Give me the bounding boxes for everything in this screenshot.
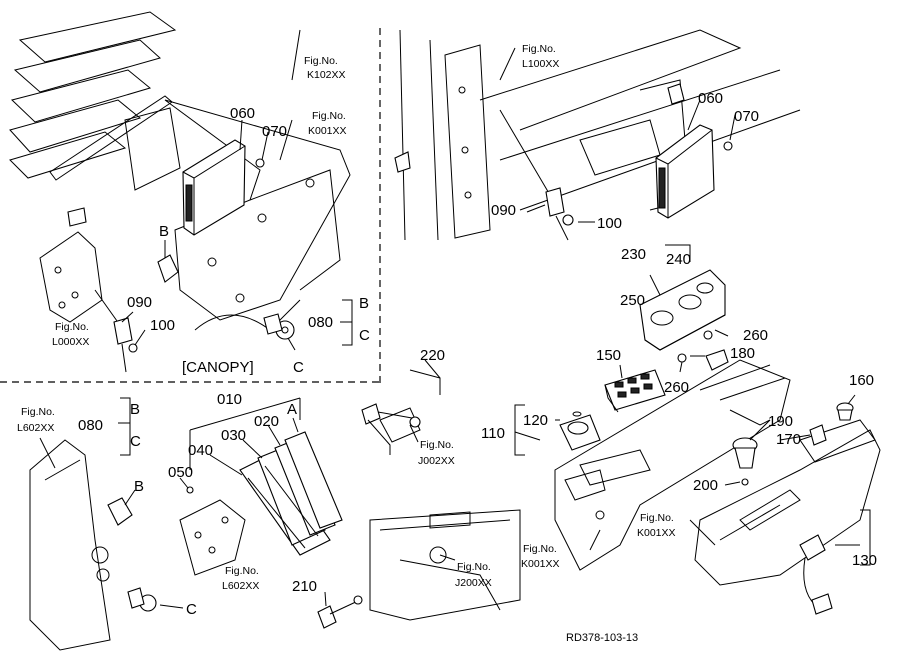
part-230: 230 (621, 246, 646, 263)
console-drawing (554, 269, 881, 615)
part-160: 160 (849, 372, 874, 389)
part-210: 210 (292, 578, 317, 595)
part-090-b: 090 (491, 202, 516, 219)
letter-c-4: C (186, 601, 197, 618)
fig-label-l000: Fig.No. (55, 321, 89, 333)
fig-label-k001a: Fig.No. (312, 110, 346, 122)
letter-b-3: B (130, 401, 140, 418)
leader-lines-j-section (324, 359, 456, 607)
part-070-b: 070 (734, 108, 759, 125)
part-100-b: 100 (597, 215, 622, 232)
controller-unit-icon (182, 139, 246, 236)
part-060-b: 060 (698, 90, 723, 107)
fig-label-l602a: Fig.No. (21, 406, 55, 418)
part-100-a: 100 (150, 317, 175, 334)
leader-lines-top-right (499, 47, 736, 223)
switch-and-frame-drawing (317, 369, 521, 629)
part-150: 150 (596, 347, 621, 364)
part-030: 030 (221, 427, 246, 444)
letter-a: A (287, 401, 297, 418)
part-120: 120 (523, 412, 548, 429)
armrest-assembly-drawing (179, 431, 343, 576)
fig-code-k001b: K001XX (637, 527, 676, 539)
controller-unit-icon-2 (655, 124, 715, 219)
fig-label-j002: Fig.No. (420, 439, 454, 451)
part-260-a: 260 (743, 327, 768, 344)
leader-lines-top-left (121, 29, 353, 351)
canopy-panel-drawing (9, 11, 351, 373)
canopy-label: [CANOPY] (182, 359, 254, 376)
fig-code-k001a: K001XX (308, 125, 347, 137)
part-010: 010 (217, 391, 242, 408)
fig-code-j200: J200XX (455, 577, 492, 589)
part-080-a: 080 (308, 314, 333, 331)
section-dividers (0, 28, 381, 383)
letter-c-1: C (293, 359, 304, 376)
part-190: 190 (768, 413, 793, 430)
part-200: 200 (693, 477, 718, 494)
part-020: 020 (254, 413, 279, 430)
fig-label-k001c: Fig.No. (523, 543, 557, 555)
part-130: 130 (852, 552, 877, 569)
part-220: 220 (420, 347, 445, 364)
part-240: 240 (666, 251, 691, 268)
part-090-a: 090 (127, 294, 152, 311)
part-060-a: 060 (230, 105, 255, 122)
fig-code-k102: K102XX (307, 69, 346, 81)
leader-lines-center (179, 397, 301, 489)
fig-code-k001c: K001XX (521, 558, 560, 570)
part-170: 170 (776, 431, 801, 448)
part-180: 180 (730, 345, 755, 362)
fig-label-l100: Fig.No. (522, 43, 556, 55)
letter-b-2: B (359, 295, 369, 312)
fig-code-j002: J002XX (418, 455, 455, 467)
part-050: 050 (168, 464, 193, 481)
part-260-b: 260 (664, 379, 689, 396)
fig-label-k001b: Fig.No. (640, 512, 674, 524)
part-040: 040 (188, 442, 213, 459)
part-110: 110 (481, 425, 505, 442)
pillar-drawing (29, 439, 157, 651)
fig-label-j200: Fig.No. (457, 561, 491, 573)
drawing-code: RD378-103-13 (566, 632, 638, 644)
letter-b-1: B (159, 223, 169, 240)
cabin-frame-drawing (394, 29, 801, 241)
letter-b-4: B (134, 478, 144, 495)
fig-label-l602b: Fig.No. (225, 565, 259, 577)
letter-c-3: C (130, 433, 141, 450)
fig-code-l602b: L602XX (222, 580, 259, 592)
fig-code-l100: L100XX (522, 58, 559, 70)
fig-code-l000: L000XX (52, 336, 89, 348)
part-080-b: 080 (78, 417, 103, 434)
leader-lines-mid-left (39, 397, 184, 609)
fig-label-k102: Fig.No. (304, 55, 338, 67)
letter-c-2: C (359, 327, 370, 344)
part-070-a: 070 (262, 123, 287, 140)
part-250: 250 (620, 292, 645, 309)
leader-lines-console (514, 244, 871, 566)
fig-code-l602a: L602XX (17, 422, 54, 434)
